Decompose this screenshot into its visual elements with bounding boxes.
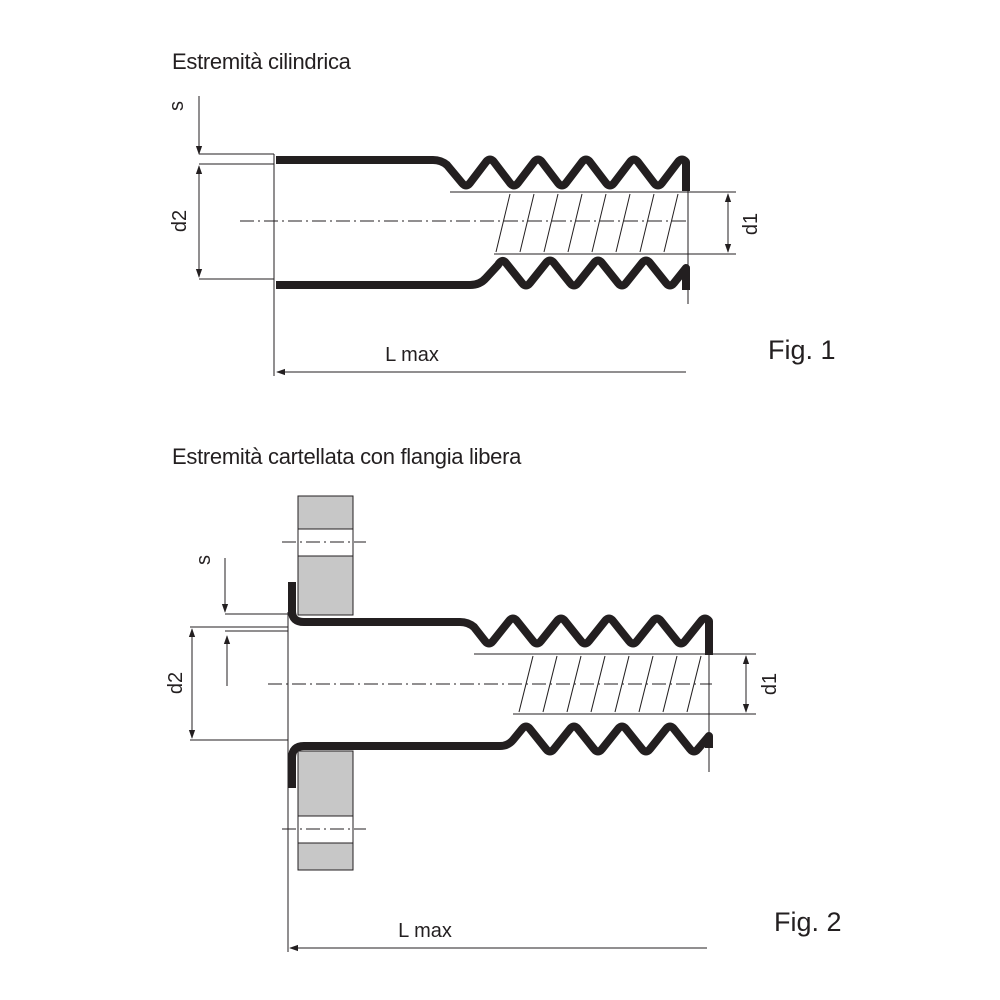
figure-1-hatching <box>495 193 679 253</box>
figure-2-lmax-label: L max <box>398 920 452 942</box>
figure-1: Estremità cilindrica s d2 <box>166 49 836 376</box>
figure-2-d2-label: d2 <box>165 672 187 694</box>
figure-1-hose-top-wall <box>276 155 690 191</box>
figure-2-hose-bottom-wall <box>288 722 713 788</box>
figure-2-hose-top-wall <box>288 582 713 655</box>
figure-1-d1-label: d1 <box>740 213 762 235</box>
figure-1-lmax-label: L max <box>385 344 439 366</box>
figure-2: Estremità cartellata con flangia libera … <box>165 444 842 952</box>
figure-2-s-label: s <box>193 555 215 565</box>
figure-1-d2-label: d2 <box>169 210 191 232</box>
figure-2-caption: Fig. 2 <box>774 907 842 937</box>
figure-2-title: Estremità cartellata con flangia libera <box>172 444 522 469</box>
figure-2-flange-lower <box>297 750 354 871</box>
figure-1-caption: Fig. 1 <box>768 335 836 365</box>
figure-1-title: Estremità cilindrica <box>172 49 352 74</box>
figure-1-hose-bottom-wall <box>276 256 690 290</box>
figure-1-s-label: s <box>166 101 188 111</box>
figure-2-d1-label: d1 <box>759 673 781 695</box>
figure-2-hatching <box>518 655 702 713</box>
